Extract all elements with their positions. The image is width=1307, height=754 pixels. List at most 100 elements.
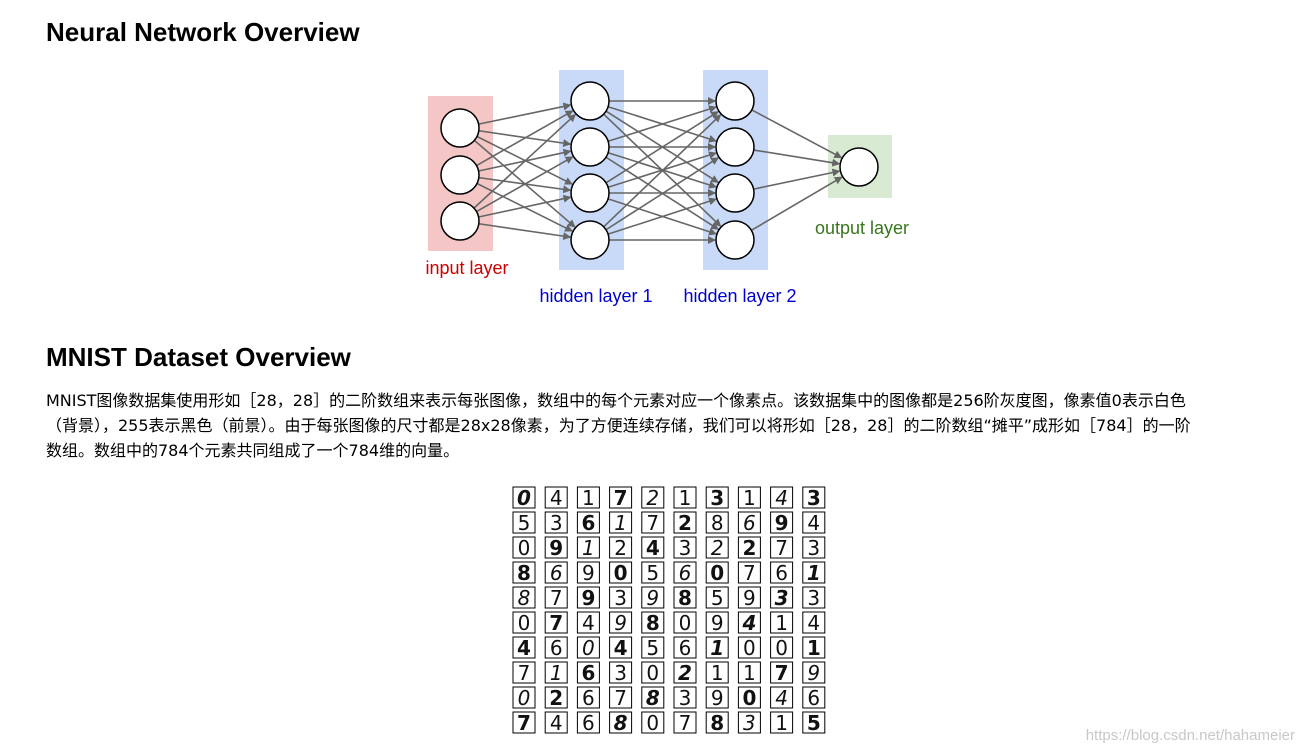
handwritten-digit: 4	[550, 711, 563, 734]
digit-cell-box	[673, 711, 697, 734]
handwritten-digit: 9	[582, 561, 595, 585]
handwritten-digit: 1	[807, 636, 821, 660]
handwritten-digit: 4	[582, 611, 595, 635]
handwritten-digit: 0	[743, 636, 756, 660]
handwritten-digit: 5	[646, 636, 659, 660]
handwritten-digit: 2	[742, 536, 756, 560]
connection-arrow	[478, 102, 572, 125]
handwritten-digit: 6	[582, 711, 595, 734]
neuron-node	[715, 220, 755, 260]
connection-arrow	[476, 156, 574, 213]
digit-cell-box	[802, 561, 826, 584]
digit-cell-box	[641, 686, 665, 709]
handwritten-digit: 0	[775, 636, 788, 660]
connection-arrow	[753, 149, 841, 167]
digit-cell-box	[512, 636, 536, 659]
digit-cell-box	[512, 611, 536, 634]
digit-cell-box	[512, 511, 536, 534]
digit-cell-box	[544, 636, 568, 659]
digit-cell-box	[641, 611, 665, 634]
handwritten-digit: 9	[807, 661, 820, 685]
handwritten-digit: 9	[743, 586, 756, 610]
handwritten-digit: 1	[550, 661, 563, 685]
digit-cell-box	[673, 686, 697, 709]
digit-cell-box	[576, 586, 600, 609]
watermark: https://blog.csdn.net/hahameier	[1085, 727, 1295, 744]
output-layer-label: output layer	[815, 218, 909, 238]
digit-cell-box	[673, 561, 697, 584]
handwritten-digit: 6	[743, 511, 756, 535]
digit-cell-box	[544, 486, 568, 509]
digit-cell-box	[609, 661, 633, 684]
handwritten-digit: 7	[775, 661, 789, 685]
digit-cell-box	[641, 586, 665, 609]
handwritten-digit: 6	[581, 511, 595, 535]
digit-cell-box	[770, 686, 794, 709]
handwritten-digit: 0	[517, 486, 531, 510]
handwritten-digit: 4	[550, 486, 563, 510]
handwritten-digit: 8	[711, 511, 724, 535]
digit-cell-box	[737, 486, 761, 509]
handwritten-digit: 9	[549, 536, 563, 560]
handwritten-digit: 2	[646, 486, 659, 510]
connection-arrow	[607, 105, 717, 143]
handwritten-digit: 5	[807, 711, 821, 734]
handwritten-digit: 1	[582, 536, 595, 560]
digit-cell-box	[802, 711, 826, 734]
connection-arrow	[750, 176, 843, 232]
digit-cell-box	[609, 511, 633, 534]
digit-cell-box	[705, 611, 729, 634]
digit-cell-box	[737, 586, 761, 609]
digit-cell-box	[641, 486, 665, 509]
digit-cell-box	[641, 561, 665, 584]
neuron-node	[570, 81, 610, 121]
digit-cell-box	[544, 586, 568, 609]
handwritten-digit: 6	[679, 636, 692, 660]
handwritten-digit: 0	[646, 711, 659, 734]
handwritten-digit: 3	[679, 686, 692, 710]
page-title-neural-network: Neural Network Overview	[46, 17, 360, 47]
connection-arrow	[605, 111, 719, 184]
handwritten-digit: 0	[614, 561, 628, 585]
digit-cell-box	[737, 611, 761, 634]
digit-cell-box	[512, 486, 536, 509]
digit-cell-box	[512, 661, 536, 684]
neuron-node	[715, 127, 755, 167]
handwritten-digit: 3	[807, 586, 820, 610]
digit-cell-box	[512, 711, 536, 734]
handwritten-digit: 4	[775, 486, 788, 510]
handwritten-digit: 7	[518, 661, 531, 685]
handwritten-digit: 2	[711, 536, 724, 560]
handwritten-digit: 0	[710, 561, 724, 585]
handwritten-digit: 1	[743, 486, 756, 510]
digit-cell-box	[737, 686, 761, 709]
handwritten-digit: 1	[775, 711, 788, 734]
digit-cell-box	[673, 636, 697, 659]
handwritten-digit: 3	[807, 536, 820, 560]
connection-arrow	[751, 109, 843, 159]
handwritten-digit: 6	[807, 686, 820, 710]
digit-cell-box	[770, 711, 794, 734]
connection-arrow	[603, 114, 722, 228]
digit-cell-box	[802, 586, 826, 609]
digit-cell-box	[770, 511, 794, 534]
handwritten-digit: 1	[710, 636, 724, 660]
digit-cell-box	[641, 661, 665, 684]
handwritten-digit: 7	[550, 586, 563, 610]
handwritten-digit: 3	[614, 661, 627, 685]
handwritten-digit: 3	[614, 586, 627, 610]
digit-cell-box	[576, 686, 600, 709]
digit-cell-box	[512, 586, 536, 609]
handwritten-digit: 7	[614, 686, 627, 710]
handwritten-digit: 1	[775, 611, 788, 635]
digit-cell-box	[770, 561, 794, 584]
handwritten-digit: 6	[550, 636, 563, 660]
digit-cell-box	[802, 686, 826, 709]
connection-arrow	[753, 168, 841, 190]
digit-cell-box	[576, 561, 600, 584]
digit-cell-box	[770, 661, 794, 684]
handwritten-digit: 5	[518, 511, 531, 535]
neuron-node	[715, 173, 755, 213]
digit-cell-box	[544, 686, 568, 709]
